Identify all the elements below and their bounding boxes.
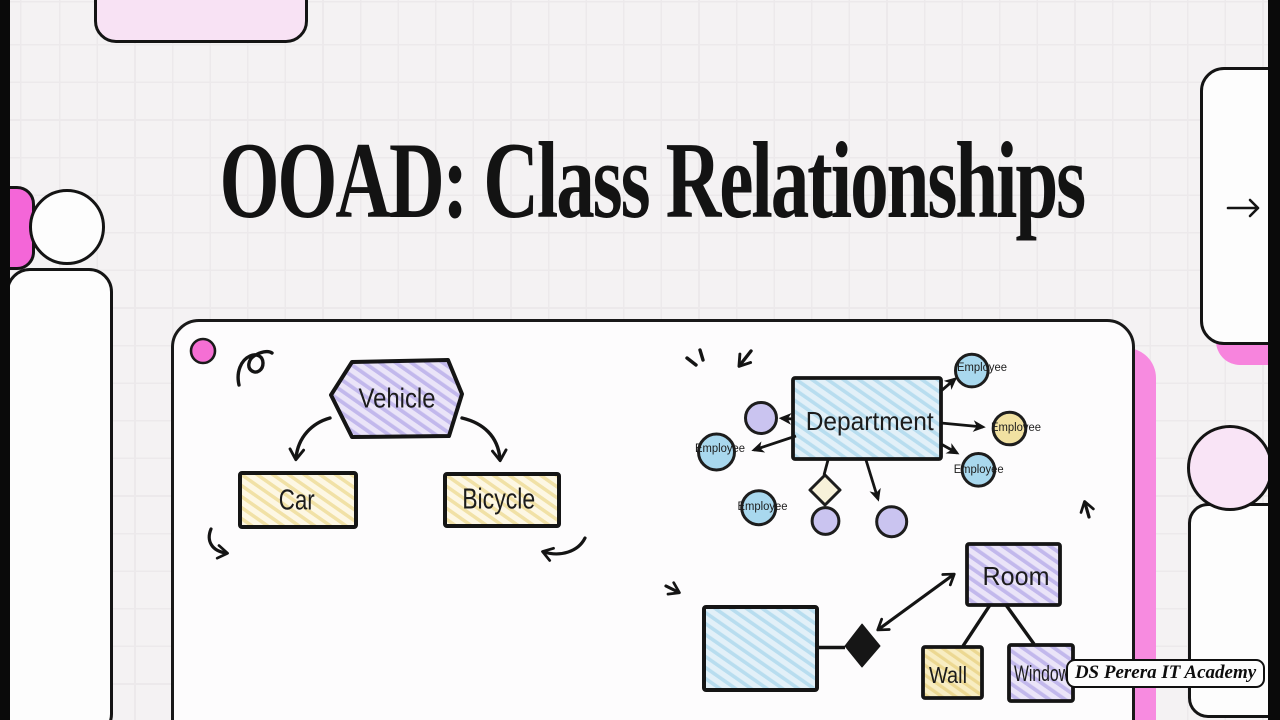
svg-text:Employee: Employee — [738, 501, 788, 513]
svg-text:Employee: Employee — [957, 362, 1007, 374]
svg-text:Employee: Employee — [991, 422, 1041, 434]
svg-text:Room: Room — [983, 561, 1050, 591]
svg-text:Window: Window — [1014, 661, 1070, 686]
svg-text:Employee: Employee — [695, 443, 745, 455]
svg-text:Department: Department — [806, 406, 935, 436]
svg-text:Employee: Employee — [954, 464, 1004, 476]
svg-text:Vehicle: Vehicle — [359, 383, 436, 414]
svg-text:Bicycle: Bicycle — [462, 484, 535, 516]
svg-text:Wall: Wall — [929, 662, 967, 688]
svg-text:Car: Car — [279, 484, 315, 516]
